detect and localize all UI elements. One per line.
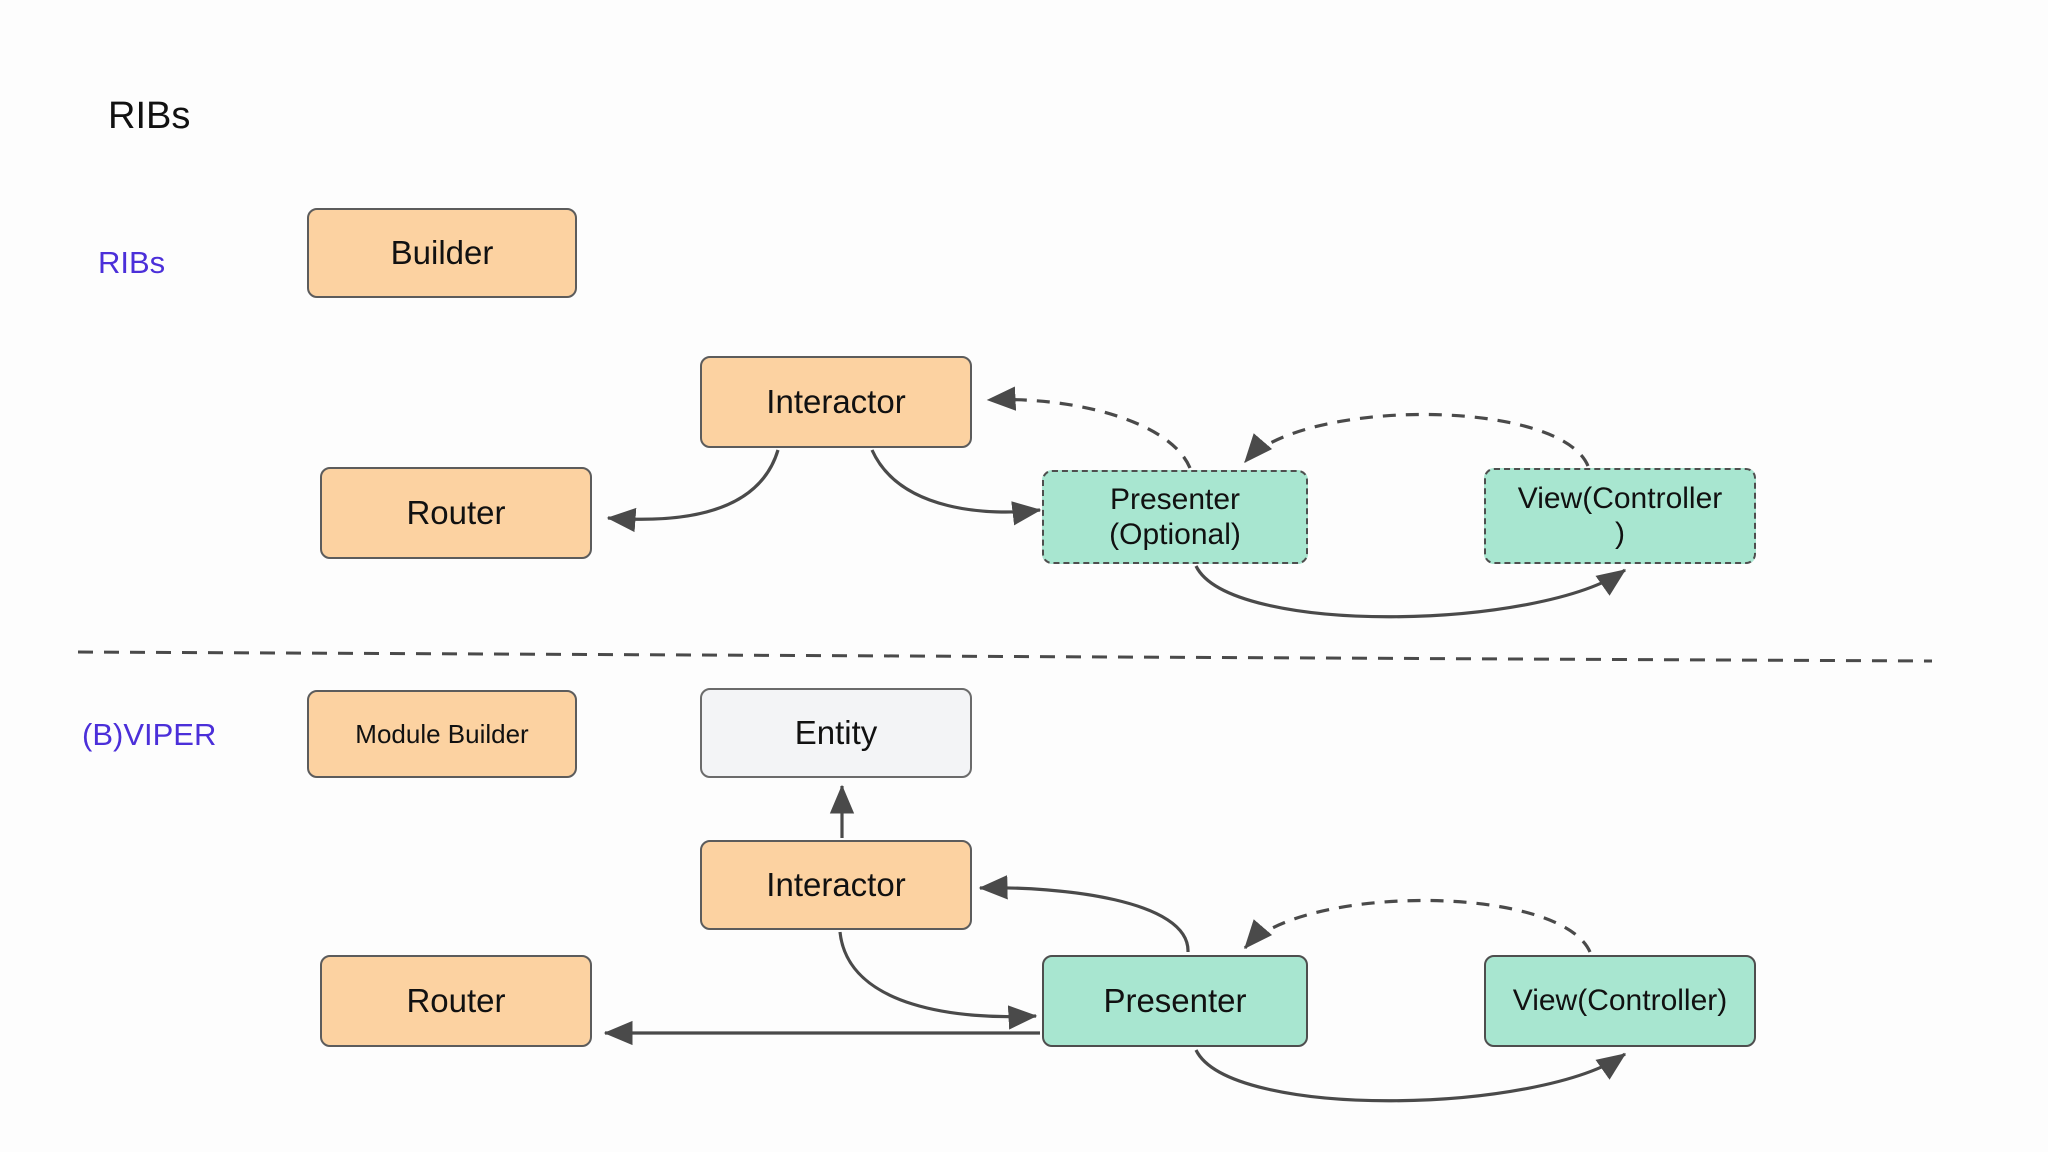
section-label-ribs: RIBs: [98, 245, 166, 280]
section-divider: [77, 650, 1933, 663]
node-viper-presenter[interactable]: Presenter: [1042, 955, 1308, 1047]
edge-ribs-interactor-to-presenter: [870, 449, 1042, 526]
edge-viper-presenter-to-view: [1194, 1049, 1627, 1103]
node-viper-interactor[interactable]: Interactor: [700, 840, 972, 930]
node-ribs-presenter[interactable]: Presenter (Optional): [1042, 470, 1308, 564]
edge-ribs-presenter-to-view: [1194, 565, 1627, 619]
node-viper-router[interactable]: Router: [320, 955, 592, 1047]
edge-ribs-view-to-presenter: [1243, 412, 1590, 467]
section-label-viper: (B)VIPER: [82, 717, 217, 752]
edge-viper-view-to-presenter: [1243, 898, 1592, 953]
edge-ribs-presenter-to-interactor: [986, 386, 1192, 469]
edge-viper-presenter-to-interactor: [978, 875, 1190, 953]
node-ribs-interactor[interactable]: Interactor: [700, 356, 972, 448]
node-ribs-view[interactable]: View(Controller ): [1484, 468, 1756, 564]
edge-viper-interactor-to-presenter: [838, 931, 1038, 1030]
node-ribs-router[interactable]: Router: [320, 467, 592, 559]
node-viper-module-builder[interactable]: Module Builder: [307, 690, 577, 778]
page-title: RIBs: [108, 95, 191, 137]
edge-ribs-interactor-to-router: [606, 449, 780, 533]
node-ribs-builder[interactable]: Builder: [307, 208, 577, 298]
node-viper-entity[interactable]: Entity: [700, 688, 972, 778]
node-viper-view[interactable]: View(Controller): [1484, 955, 1756, 1047]
